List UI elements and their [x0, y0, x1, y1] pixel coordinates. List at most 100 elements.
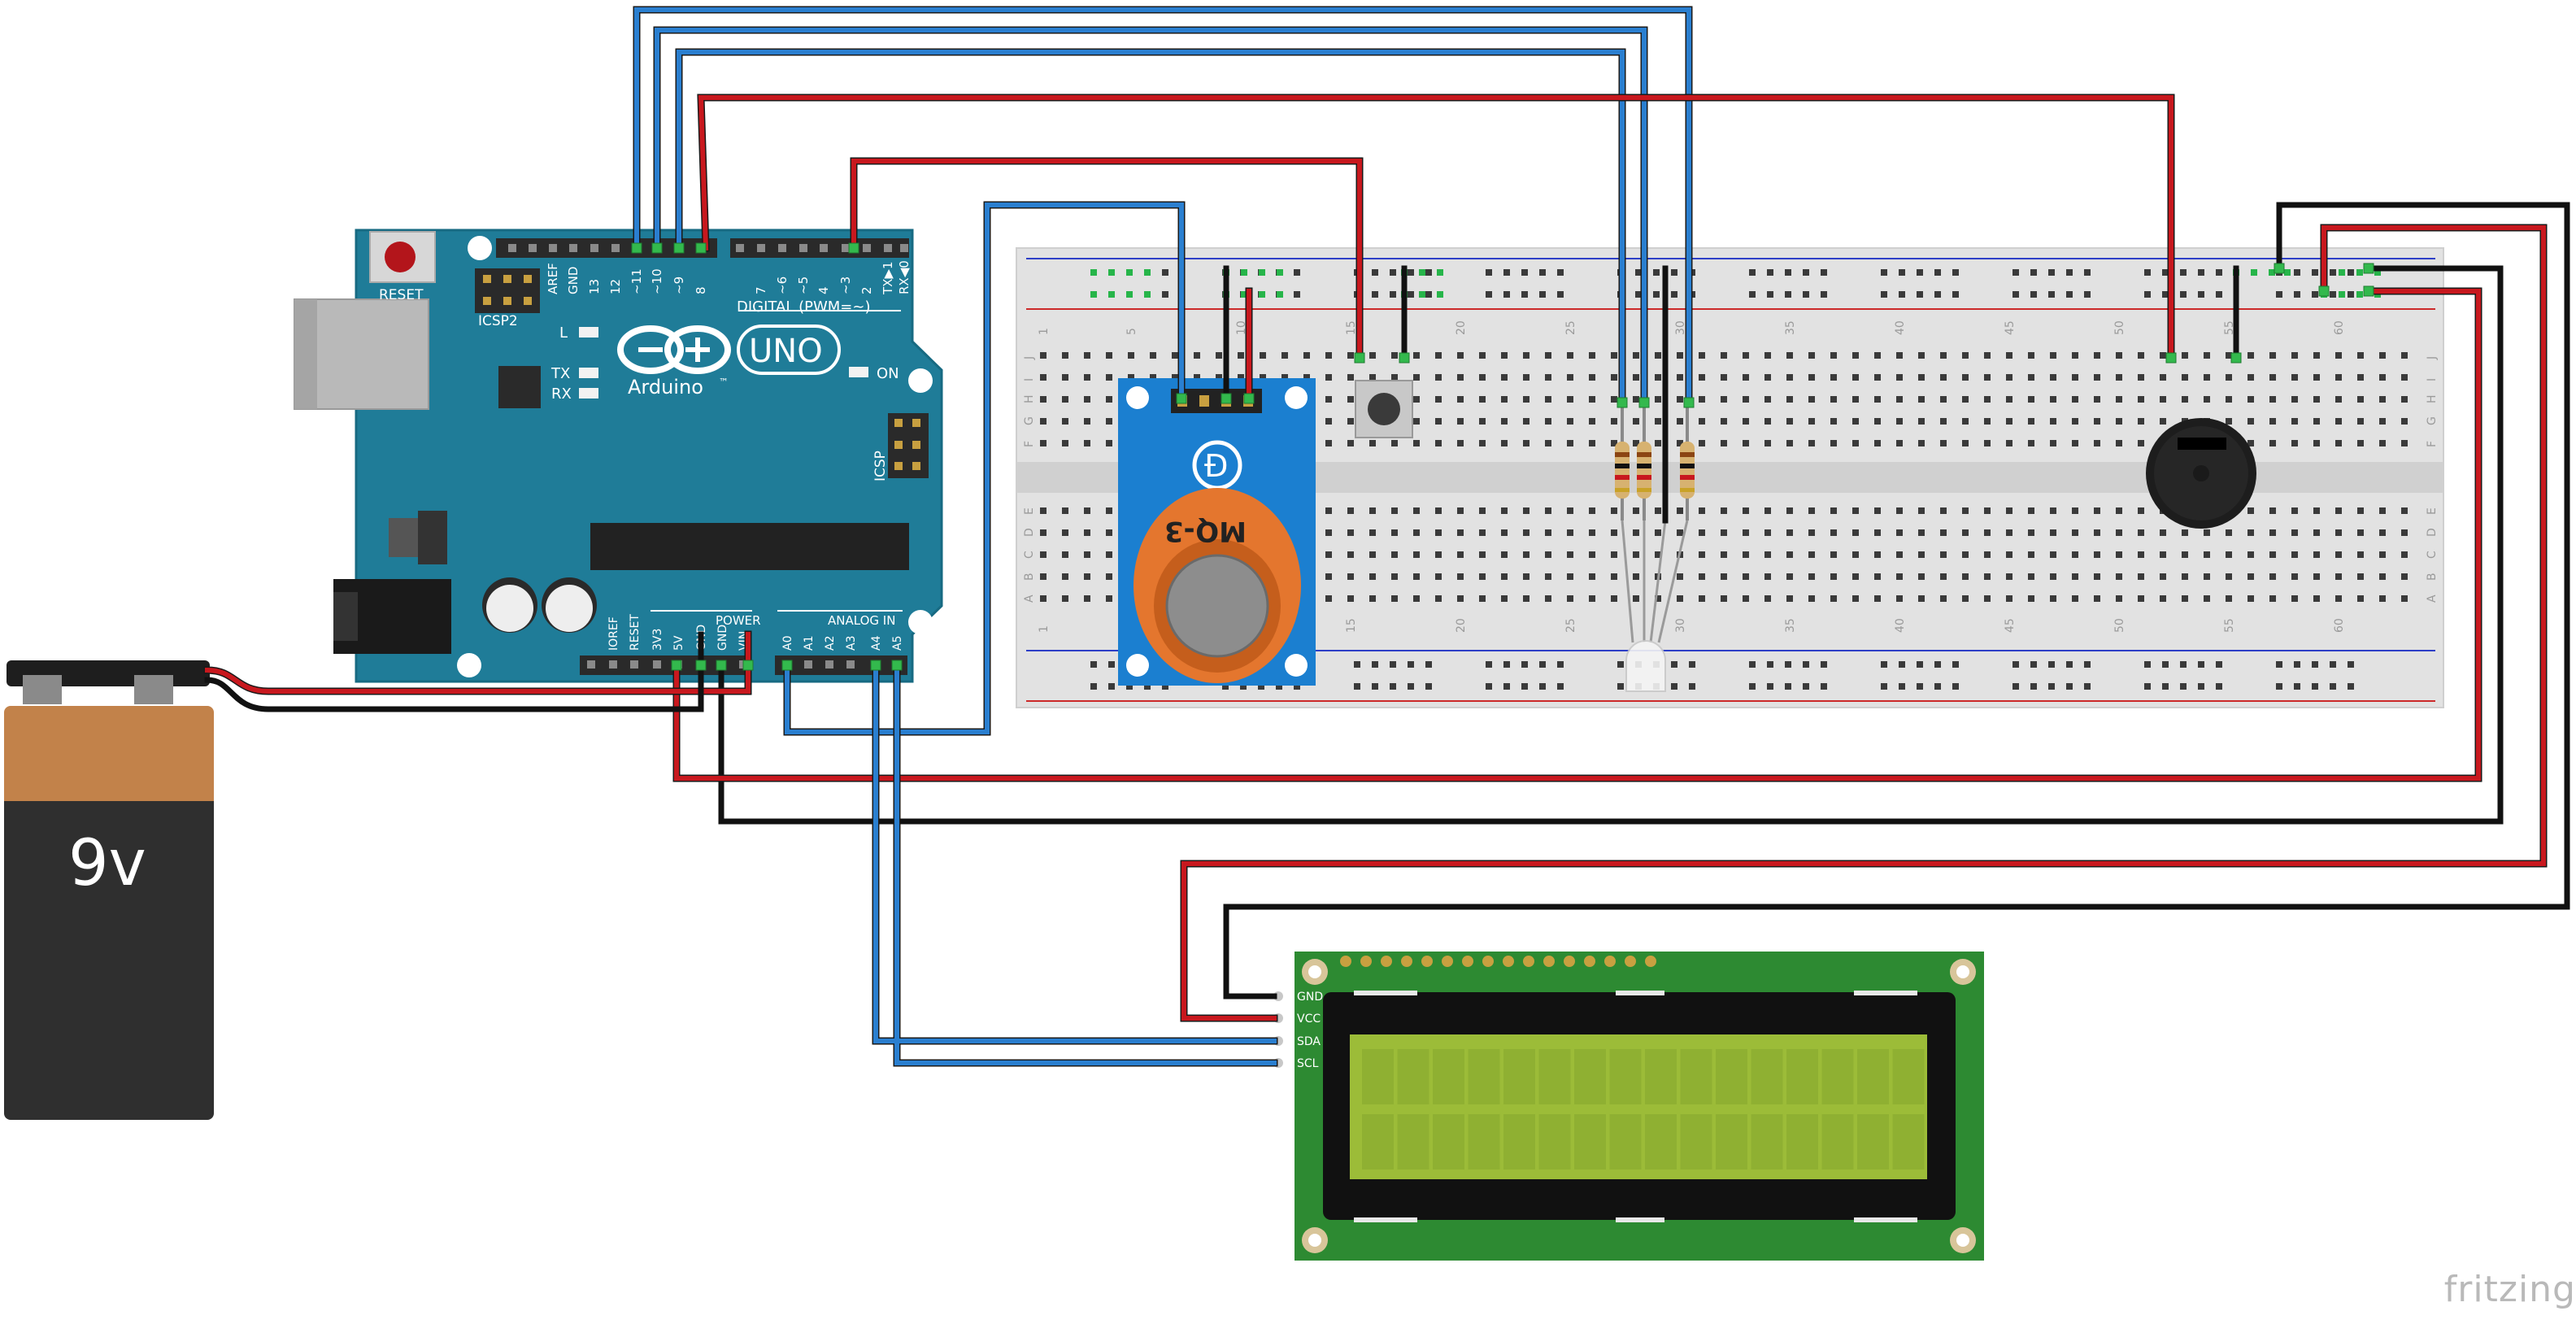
- lcd-top-pins: [1340, 956, 1656, 967]
- lcd-character-cell: [1362, 1049, 1394, 1104]
- digital-pin-label: 2: [859, 286, 874, 294]
- lcd-header-pin: [1604, 956, 1616, 967]
- lcd-character-cell: [1574, 1049, 1606, 1104]
- breadboard-row-letter: C: [2426, 551, 2439, 559]
- lcd-character-cell: [1433, 1114, 1464, 1169]
- lcd-character-cell: [1538, 1049, 1571, 1104]
- lcd-character-cell: [1751, 1114, 1783, 1169]
- digital-pin-label: TX▶1: [881, 261, 895, 295]
- svg-text:Ð: Ð: [1204, 448, 1228, 484]
- wire-end-marker: [651, 242, 663, 254]
- push-button[interactable]: [1355, 380, 1413, 438]
- lcd-header-pin: [1625, 956, 1636, 967]
- capacitors: [482, 577, 597, 633]
- lcd-character-cell: [1468, 1114, 1500, 1169]
- lcd-character-cell: [1645, 1114, 1677, 1169]
- wire-end-marker: [1399, 352, 1410, 364]
- wire-end-marker: [2230, 352, 2242, 364]
- fritzing-watermark: fritzing: [2443, 1269, 2576, 1310]
- icsp-label: ICSP: [872, 451, 889, 481]
- digital-pin-hole: [569, 244, 577, 252]
- analog-pin-hole: [825, 660, 833, 669]
- lcd-header-pin: [1482, 956, 1494, 967]
- wire-end-marker: [2363, 285, 2374, 297]
- reset-label: RESET: [379, 287, 424, 303]
- breadboard-top-number: 1: [1038, 328, 1051, 335]
- lcd-character-cell: [1786, 1114, 1818, 1169]
- breadboard-bottom-number: 20: [1455, 618, 1468, 633]
- lcd-character-cell: [1609, 1114, 1642, 1169]
- wire-end-markers: [631, 242, 2374, 671]
- wire-end-marker: [2363, 263, 2374, 274]
- lcd-header-pin: [1503, 956, 1514, 967]
- lcd-character-cell: [1433, 1049, 1464, 1104]
- wire-end-marker: [742, 660, 754, 671]
- digital-pin-hole: [757, 244, 765, 252]
- lcd-character-cell: [1362, 1114, 1394, 1169]
- digital-pin-hole: [778, 244, 786, 252]
- digital-pin-label: 7: [754, 286, 768, 294]
- buzzer: [2146, 418, 2256, 529]
- digital-pin-hole: [820, 244, 828, 252]
- wire-end-marker: [2165, 352, 2177, 364]
- rgb-led: [1621, 520, 1689, 692]
- arduino-logo: UNO Arduino ™: [617, 324, 841, 399]
- lcd-vcc-wire: [1181, 225, 2546, 1021]
- wires: [203, 6, 2570, 1067]
- digital-pin-hole: [508, 244, 516, 252]
- analog-pin-hole: [846, 660, 855, 669]
- lcd-character-cell: [1821, 1114, 1854, 1169]
- wire-end-marker: [1617, 397, 1628, 408]
- breadboard-top-number: 15: [1345, 320, 1358, 335]
- icsp2-label: ICSP2: [478, 313, 518, 329]
- battery-9v: 9v: [4, 660, 214, 1120]
- wire-end-marker: [1638, 397, 1650, 408]
- digital-label: DIGITAL (PWM=~): [737, 298, 870, 316]
- lcd-character-cell: [1857, 1114, 1889, 1169]
- lcd-character-cell: [1645, 1049, 1677, 1104]
- breadboard-bottom-number: 60: [2333, 618, 2346, 633]
- lcd-header-pin: [1523, 956, 1534, 967]
- wire-end-marker: [1354, 352, 1365, 364]
- digital-pin-label: 4: [816, 286, 831, 294]
- analog-pin-label: A0: [781, 636, 794, 651]
- rx-led-label: RX: [551, 385, 572, 403]
- breadboard-row-letter: E: [1023, 507, 1036, 515]
- lcd-header-pin: [1543, 956, 1555, 967]
- resistor-3: [1680, 407, 1695, 520]
- power-pin-label: GND: [716, 625, 729, 651]
- breadboard-row-letter: C: [1023, 551, 1036, 559]
- breadboard-top-number: 35: [1784, 320, 1797, 335]
- breadboard-top-number: 40: [1894, 320, 1907, 335]
- battery-negative-wire: [204, 631, 704, 712]
- lcd-character-cell: [1716, 1114, 1747, 1169]
- breadboard-row-letter: F: [2426, 441, 2439, 447]
- breadboard-row-letter: I: [1023, 378, 1036, 381]
- digital-pin-label: AREF: [546, 263, 560, 294]
- digital-pin-hole: [611, 244, 620, 252]
- analog-pin-hole: [804, 660, 812, 669]
- analog-header[interactable]: [775, 655, 907, 675]
- gnd-return-wire: [718, 265, 2504, 825]
- wire-end-marker: [671, 660, 682, 671]
- digital-pin-hole: [549, 244, 557, 252]
- breadboard-row-letter: G: [2426, 416, 2439, 425]
- wire-end-marker: [673, 242, 685, 254]
- digital-pin-label: 13: [587, 279, 602, 294]
- lcd-header-pin: [1442, 956, 1453, 967]
- analog-label: ANALOG IN: [828, 613, 895, 628]
- breadboard-bottom-number: 30: [1674, 618, 1687, 633]
- breadboard-bottom-number: 15: [1345, 618, 1358, 633]
- red-button-wire: [851, 159, 1362, 360]
- 5v-supply-wire: [674, 289, 2481, 781]
- digital-pin-hole: [799, 244, 807, 252]
- reset-button-cap[interactable]: [385, 242, 416, 272]
- lcd-character-cells: [1362, 1049, 1925, 1169]
- power-pin-hole: [653, 660, 661, 669]
- analog-pin-label: A1: [803, 636, 816, 651]
- wire-end-marker: [1221, 393, 1232, 404]
- wire-end-marker: [1176, 393, 1187, 404]
